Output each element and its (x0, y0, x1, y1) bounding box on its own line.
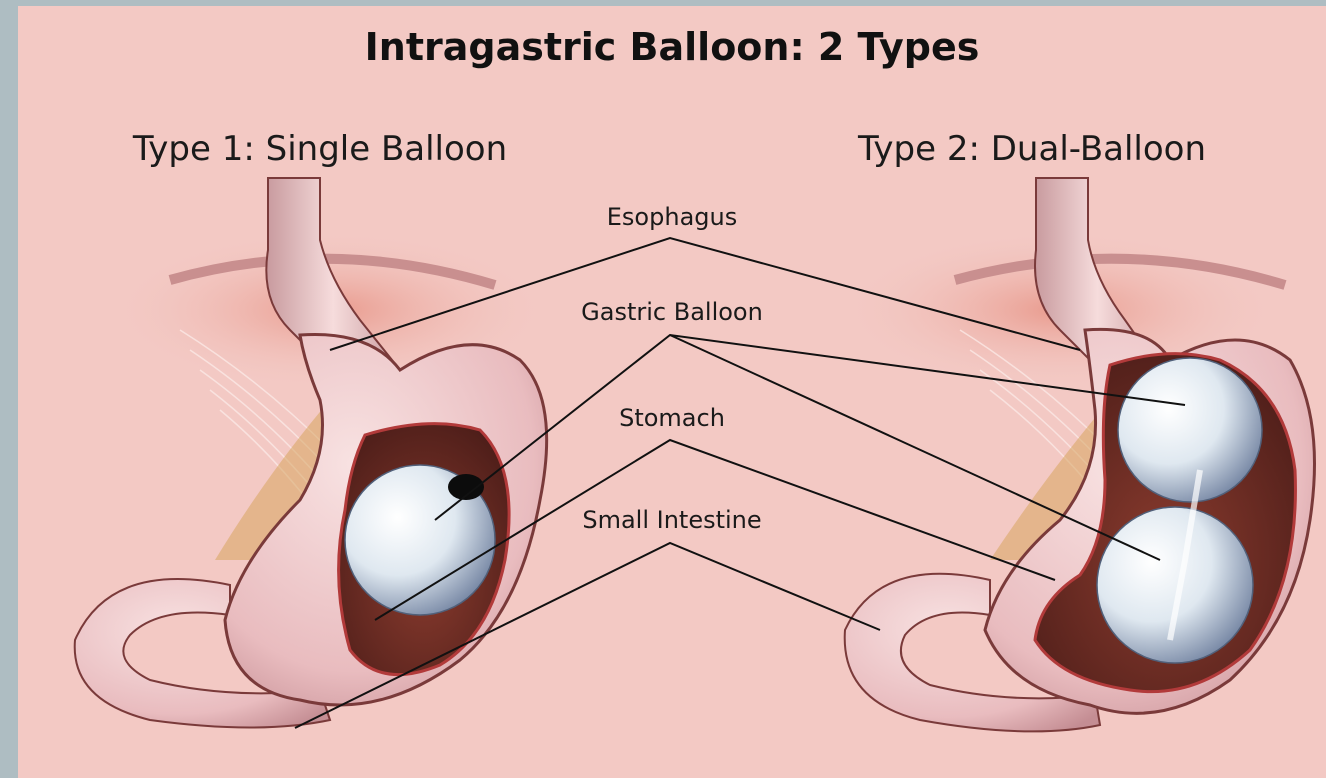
figure-title: Intragastric Balloon: 2 Types (365, 25, 980, 69)
lower-gastric-balloon (1097, 507, 1253, 663)
callout-small-intestine: Small Intestine (582, 506, 761, 534)
callout-gastric-balloon: Gastric Balloon (581, 298, 763, 326)
callout-stomach: Stomach (619, 404, 725, 432)
type-1-label: Type 1: Single Balloon (132, 129, 507, 169)
type-2-label: Type 2: Dual-Balloon (857, 129, 1206, 169)
upper-gastric-balloon (1118, 358, 1262, 502)
callout-esophagus: Esophagus (607, 203, 737, 231)
